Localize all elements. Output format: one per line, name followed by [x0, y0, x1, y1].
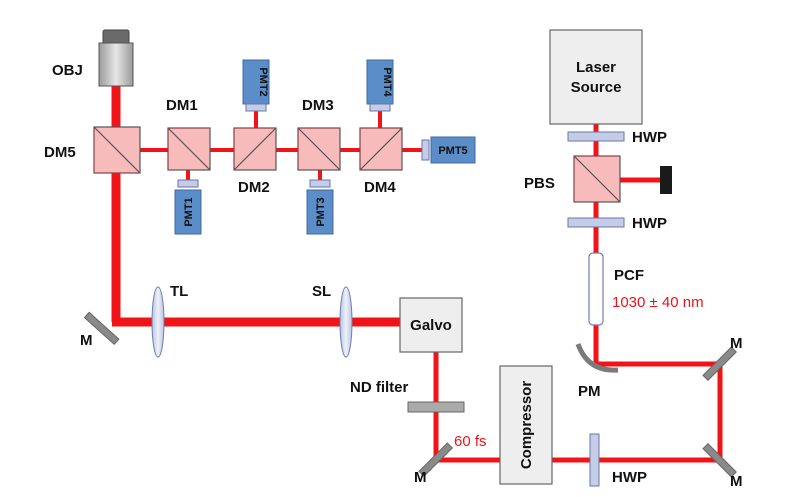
- pmt5-label: PMT5: [438, 145, 467, 157]
- m-label-bottom-right: M: [730, 473, 743, 490]
- obj-label: OBJ: [52, 62, 83, 79]
- galvo-box: [399, 297, 463, 353]
- laser-label-line1: Laser: [576, 59, 616, 76]
- dm5-cube: [93, 126, 141, 174]
- pmt2: PMT2: [242, 59, 270, 112]
- dm1-label: DM1: [166, 97, 198, 114]
- pmt5: PMT5: [421, 136, 476, 164]
- hwp-middle: [567, 217, 625, 228]
- sl-label: SL: [312, 283, 331, 300]
- pmt4-label: PMT4: [381, 67, 393, 97]
- nd-filter-label: ND filter: [350, 379, 409, 396]
- pbs-label: PBS: [524, 175, 555, 192]
- dm3-label: DM3: [302, 97, 334, 114]
- pmt3-label: PMT3: [315, 197, 327, 226]
- pm-label: PM: [578, 383, 601, 400]
- pmt1-label: PMT1: [183, 197, 195, 226]
- hwp-middle-label: HWP: [632, 215, 667, 232]
- m-label-top-right: M: [730, 335, 743, 352]
- dm2-label: DM2: [238, 179, 270, 196]
- pmt4: PMT4: [366, 59, 394, 112]
- objective: [98, 29, 134, 87]
- dm2-cube: [233, 127, 277, 171]
- pulse-duration-label: 60 fs: [454, 433, 487, 450]
- parabolic-mirror: [575, 343, 619, 373]
- pcf-label: PCF: [614, 267, 644, 284]
- hwp-bottom-label: HWP: [612, 469, 647, 486]
- mirror-bottom-center: [418, 442, 453, 477]
- scan-lens: [339, 286, 353, 358]
- dm4-cube: [359, 127, 403, 171]
- pmt3: PMT3: [306, 179, 334, 235]
- dm3-cube: [297, 127, 341, 171]
- pbs-cube: [573, 155, 621, 203]
- mirror-bottom-right: [702, 443, 737, 478]
- compressor-box: [499, 365, 553, 485]
- m-label-left: M: [80, 332, 93, 349]
- laser-label-line2: Source: [571, 79, 622, 96]
- wavelength-label: 1030 ± 40 nm: [612, 294, 704, 311]
- dm5-label: DM5: [44, 144, 76, 161]
- compressor-label: Compressor: [518, 381, 535, 470]
- hwp-top: [567, 131, 625, 142]
- mirror-top-right: [702, 346, 737, 381]
- dm1-cube: [167, 127, 211, 171]
- m-label-bottom: M: [414, 469, 427, 486]
- dm4-label: DM4: [364, 179, 396, 196]
- beam-dump: [660, 166, 672, 194]
- pcf-fiber: [588, 252, 604, 326]
- mirror-bottom-left: [83, 311, 120, 346]
- tube-lens: [151, 286, 165, 358]
- nd-filter: [407, 401, 465, 413]
- hwp-top-label: HWP: [632, 129, 667, 146]
- pmt2-label: PMT2: [257, 67, 269, 96]
- tl-label: TL: [170, 283, 188, 300]
- pmt1: PMT1: [174, 179, 202, 235]
- laser-source-box: [549, 29, 643, 125]
- galvo-label: Galvo: [410, 317, 452, 334]
- hwp-bottom: [589, 433, 600, 487]
